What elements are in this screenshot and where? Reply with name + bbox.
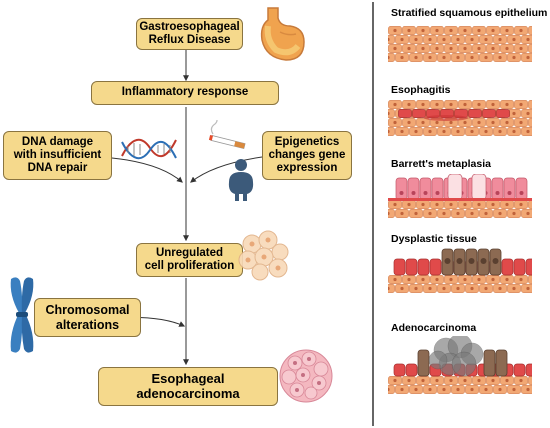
inflammatory-label: Inflammatory response [121,86,249,99]
cigarette-icon [208,120,246,150]
chromosome-icon [10,277,34,353]
esophagitis-illustration [388,100,532,136]
inflammatory-box: Inflammatory response [91,81,279,105]
adenocarcinoma-line-1: Esophageal [151,370,225,386]
barretts-label: Barrett's metaplasia [391,158,491,170]
adenocarcinoma-label: Adenocarcinoma [391,322,477,334]
epigenetics-line-2: changes gene [268,148,346,161]
arrow-dna-damage [111,157,183,183]
stratified-label: Stratified squamous epithelium [391,7,548,19]
tumor-icon [279,349,333,403]
dna-helix-icon [121,138,177,160]
epigenetics-line-3: expression [276,162,338,175]
unregulated-line-2: cell proliferation [144,260,235,272]
arrow-epigenetics [190,156,263,183]
cell-cluster-icon [238,230,289,281]
gerd-line-1: Gastroesophageal [139,20,240,33]
unregulated-line-1: Unregulated [155,246,224,259]
chromosomal-line-2: alterations [55,317,120,332]
barretts-metaplasia-illustration [388,174,532,218]
adenocarcinoma-tissue-illustration [388,336,532,394]
stomach-icon [260,7,305,61]
epigenetics-line-1: Epigenetics [274,135,340,148]
obese-person-icon [228,159,254,201]
dysplastic-label: Dysplastic tissue [391,233,477,245]
dna-damage-line-1: DNA damage [21,135,94,148]
adenocarcinoma-line-2: adenocarcinoma [136,385,240,401]
esophagitis-label: Esophagitis [391,84,451,96]
gerd-line-2: Reflux Disease [148,34,231,46]
dysplastic-tissue-illustration [388,248,532,293]
dna-damage-line-3: DNA repair [27,162,88,175]
stratified-epithelium-illustration [388,26,532,62]
chromosomal-line-1: Chromosomal [45,303,130,318]
dna-damage-line-2: with insufficient [13,148,102,161]
